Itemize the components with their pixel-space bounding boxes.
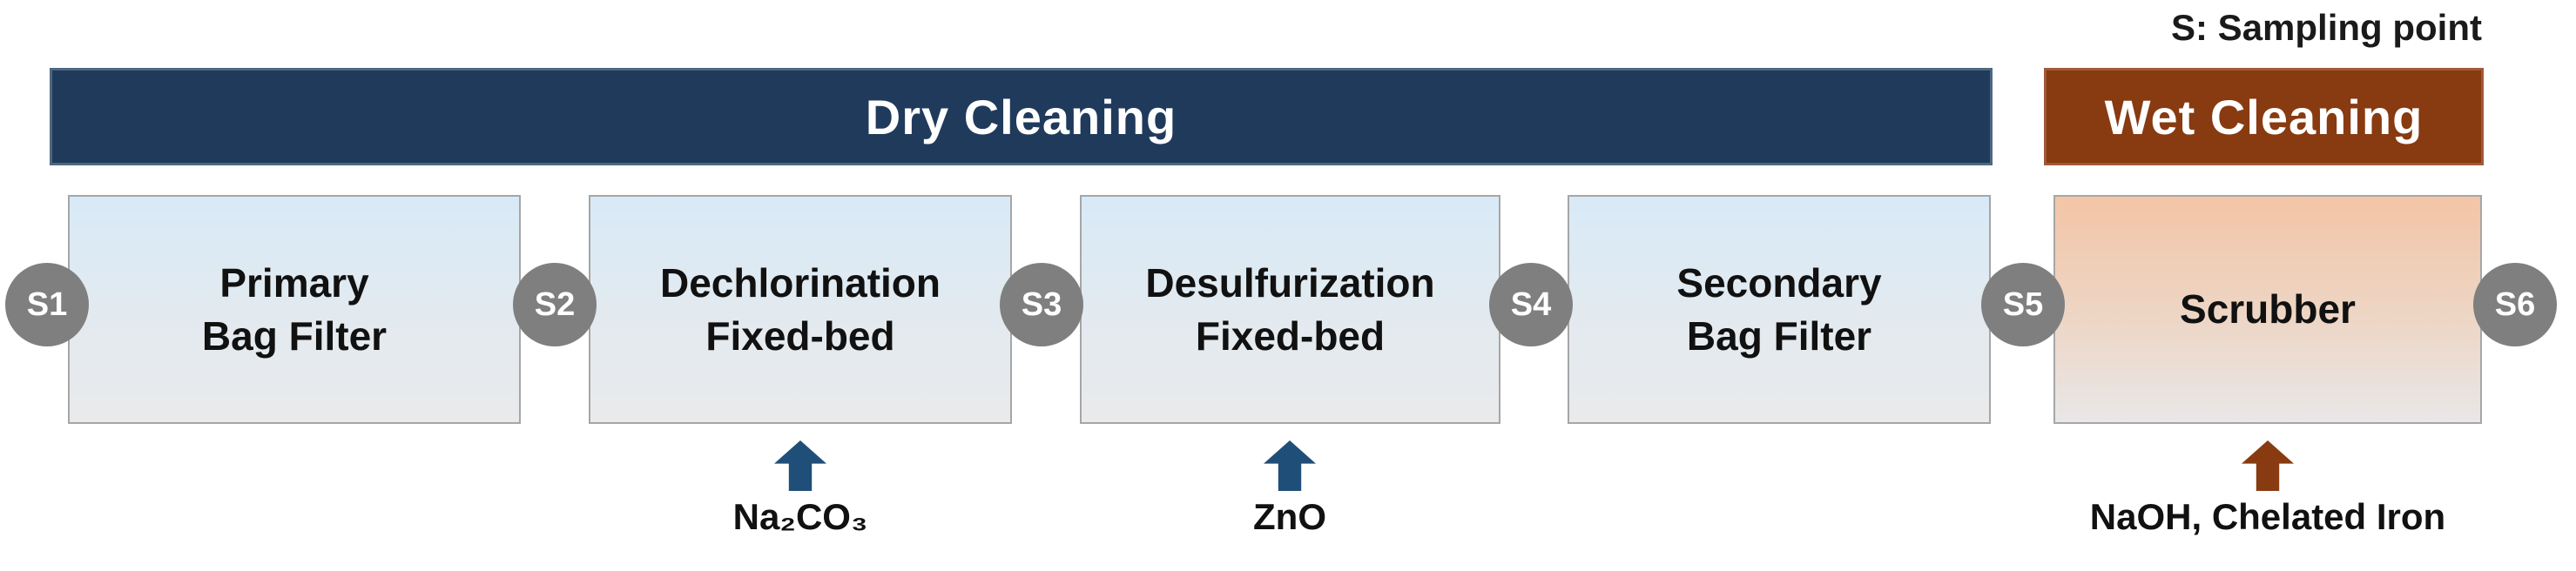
stage-label-line: Fixed-bed xyxy=(705,312,895,359)
stage-label-line: Primary xyxy=(219,259,369,306)
banner-dry-cleaning-label: Dry Cleaning xyxy=(865,89,1177,144)
stage-desulfurization-fixed-bed: Desulfurization Fixed-bed xyxy=(1080,195,1500,424)
stage-label-line: Secondary xyxy=(1676,259,1882,306)
sampling-point-s4: S4 xyxy=(1489,263,1573,346)
stage-dechlorination-fixed-bed: Dechlorination Fixed-bed xyxy=(589,195,1012,424)
stage-scrubber: Scrubber xyxy=(2053,195,2482,424)
stage-secondary-bag-filter: Secondary Bag Filter xyxy=(1568,195,1991,424)
stage-label-line: Bag Filter xyxy=(1686,312,1872,359)
stage-label-line: Bag Filter xyxy=(201,312,388,359)
stage-label-line: Fixed-bed xyxy=(1195,312,1386,359)
stage-label-line: Desulfurization xyxy=(1145,259,1435,306)
sampling-point-s6: S6 xyxy=(2473,263,2557,346)
additive-label-naoh-chelated-iron: NaOH, Chelated Iron xyxy=(2089,496,2446,537)
additive-label-zno: ZnO xyxy=(1253,496,1326,537)
stage-label-line: Scrubber xyxy=(2180,286,2356,333)
sampling-point-s2: S2 xyxy=(513,263,597,346)
sampling-point-s3: S3 xyxy=(1000,263,1083,346)
sampling-point-s5: S5 xyxy=(1981,263,2065,346)
stage-primary-bag-filter: Primary Bag Filter xyxy=(68,195,521,424)
stage-label-line: Dechlorination xyxy=(659,259,941,306)
banner-dry-cleaning: Dry Cleaning xyxy=(50,68,1993,165)
banner-wet-cleaning: Wet Cleaning xyxy=(2044,68,2484,165)
up-arrow-icon xyxy=(774,440,826,491)
additive-label-na2co3: Na₂CO₃ xyxy=(732,496,868,537)
sampling-point-s1: S1 xyxy=(5,263,89,346)
up-arrow-icon xyxy=(2242,440,2294,491)
up-arrow-icon xyxy=(1264,440,1316,491)
banner-wet-cleaning-label: Wet Cleaning xyxy=(2104,89,2424,144)
sampling-point-legend: S: Sampling point xyxy=(2171,7,2482,48)
